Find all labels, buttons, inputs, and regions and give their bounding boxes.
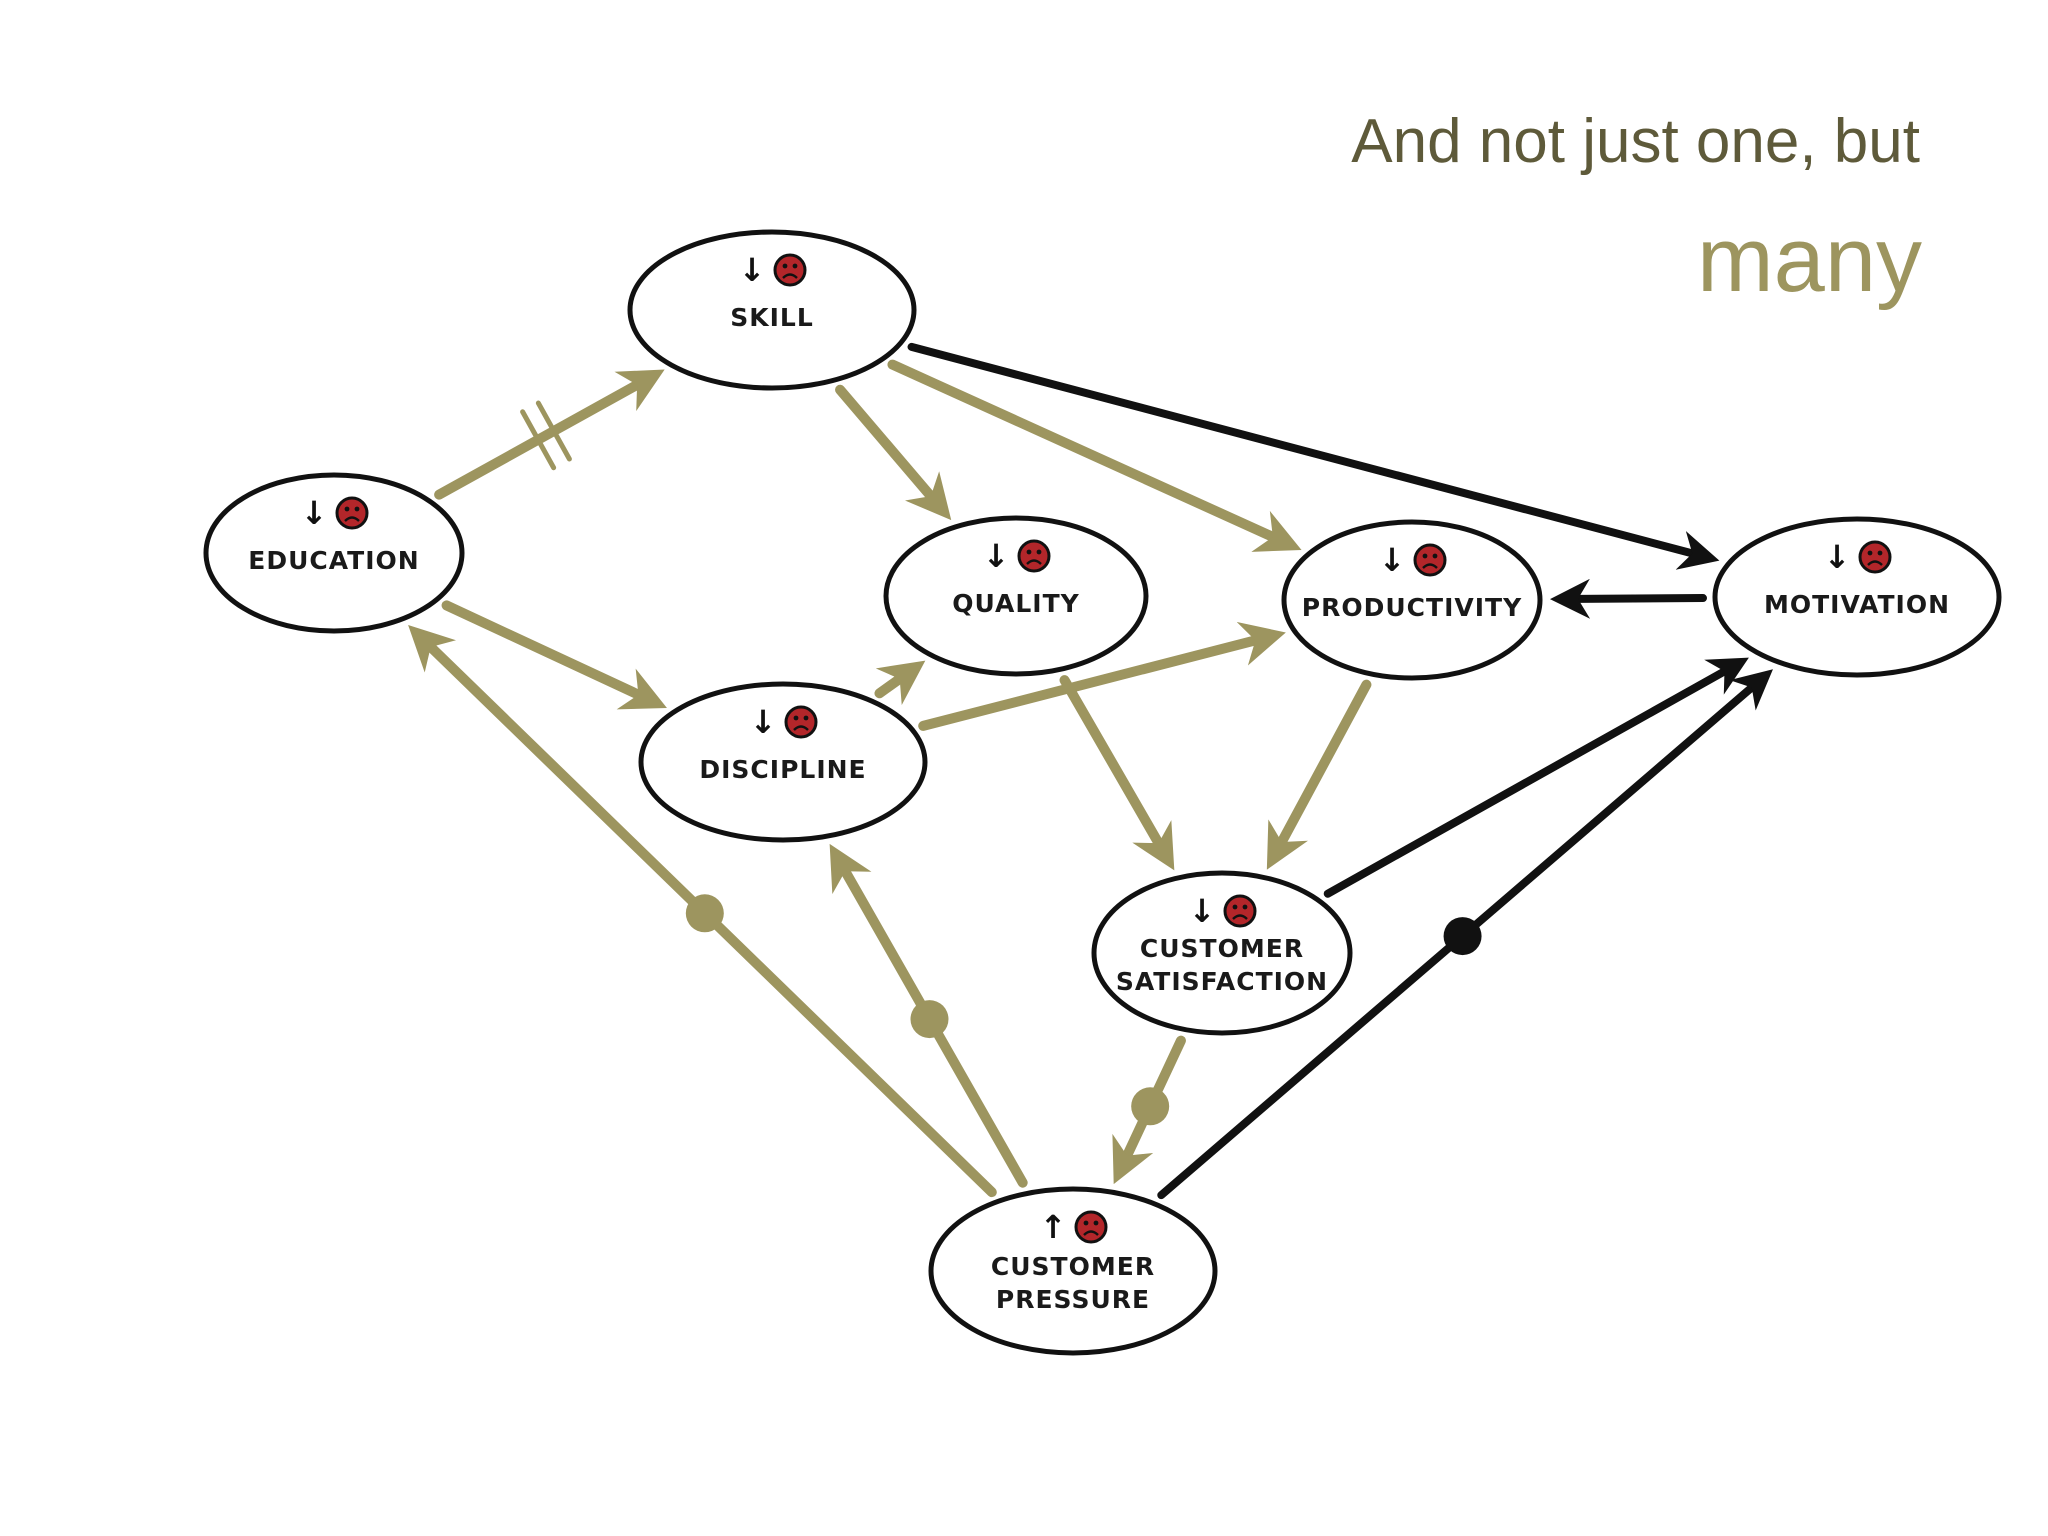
edge-skill-to-quality — [835, 384, 952, 521]
edge-line — [1059, 675, 1175, 871]
edge-line — [887, 359, 1302, 552]
node-quality: ↓ QUALITY — [883, 515, 1149, 677]
edge-education-to-skill — [434, 369, 665, 500]
slide-title-line1: And not just one, but — [1351, 107, 1920, 176]
edge-customer_pressure-to-education — [408, 625, 997, 1198]
down-arrow-icon: ↓ — [301, 494, 328, 532]
sad-face-icon — [1413, 543, 1447, 577]
edge-customer_pressure-to-discipline — [829, 843, 1028, 1188]
edge-dot-marker — [685, 894, 724, 933]
edges-layer — [408, 342, 1773, 1200]
edge-line — [434, 369, 665, 500]
edge-line — [835, 384, 952, 521]
edge-dot-marker — [1443, 917, 1482, 956]
node-skill: ↓ SKILL — [627, 229, 917, 391]
sad-face-icon — [1223, 894, 1257, 928]
node-ellipse — [1712, 516, 2002, 678]
edge-line — [1266, 679, 1372, 870]
edge-skill-to-motivation — [907, 342, 1720, 570]
node-label: MOTIVATION — [1764, 590, 1950, 619]
node-label: CUSTOMER — [1140, 934, 1304, 963]
edge-customer_satisfaction-to-customer_pressure — [1112, 1035, 1186, 1185]
edge-delay-mark — [535, 400, 572, 462]
node-label: QUALITY — [952, 589, 1080, 618]
edge-delay-mark — [520, 409, 557, 471]
sad-face-icon — [1858, 540, 1892, 574]
edge-discipline-to-quality — [874, 660, 926, 706]
edge-line — [874, 660, 926, 706]
edge-dot-marker — [910, 1000, 949, 1039]
nodes-layer: ↓ SKILL ↓ EDUCATION ↓ QUALITY ↓ PRODUCTIVITY ↓ MO… — [203, 229, 2002, 1356]
node-discipline: ↓ DISCIPLINE — [638, 681, 928, 843]
node-label: PRODUCTIVITY — [1302, 593, 1522, 622]
edge-discipline-to-productivity — [918, 621, 1286, 731]
sad-face-icon — [784, 705, 818, 739]
edge-line — [918, 621, 1286, 731]
edge-customer_pressure-to-motivation — [1157, 669, 1773, 1200]
node-label: PRESSURE — [996, 1285, 1150, 1314]
node-ellipse — [883, 515, 1149, 677]
node-label: CUSTOMER — [991, 1252, 1155, 1281]
node-ellipse — [928, 1186, 1218, 1356]
edge-motivation-to-productivity — [1549, 578, 1708, 619]
node-label: SKILL — [730, 303, 814, 332]
edge-line — [907, 342, 1720, 570]
edge-quality-to-customer_satisfaction — [1059, 675, 1175, 871]
slide-title-line2: many — [1697, 209, 1922, 311]
node-label: DISCIPLINE — [699, 755, 866, 784]
node-ellipse — [1091, 870, 1353, 1036]
edge-dot-marker — [1131, 1087, 1170, 1126]
node-customer-satisfaction: ↓ CUSTOMER SATISFACTION — [1091, 870, 1353, 1036]
node-education: ↓ EDUCATION — [203, 472, 465, 634]
edge-customer_satisfaction-to-motivation — [1323, 657, 1749, 898]
down-arrow-icon: ↓ — [1189, 892, 1216, 930]
node-ellipse — [203, 472, 465, 634]
edge-education-to-discipline — [441, 600, 667, 710]
down-arrow-icon: ↓ — [750, 703, 777, 741]
node-customer-pressure: ↑ CUSTOMER PRESSURE — [928, 1186, 1218, 1356]
node-label: EDUCATION — [248, 546, 419, 575]
down-arrow-icon: ↓ — [1824, 538, 1851, 576]
node-productivity: ↓ PRODUCTIVITY — [1281, 519, 1543, 681]
down-arrow-icon: ↓ — [1379, 541, 1406, 579]
edge-skill-to-productivity — [887, 359, 1302, 552]
up-arrow-icon: ↑ — [1040, 1208, 1067, 1246]
node-ellipse — [1281, 519, 1543, 681]
node-motivation: ↓ MOTIVATION — [1712, 516, 2002, 678]
sad-face-icon — [773, 253, 807, 287]
node-ellipse — [638, 681, 928, 843]
edge-productivity-to-customer_satisfaction — [1266, 679, 1372, 870]
node-label: SATISFACTION — [1116, 967, 1328, 996]
sad-face-icon — [1074, 1210, 1108, 1244]
down-arrow-icon: ↓ — [983, 537, 1010, 575]
edge-line — [441, 600, 667, 710]
node-ellipse — [627, 229, 917, 391]
down-arrow-icon: ↓ — [739, 251, 766, 289]
sad-face-icon — [335, 496, 369, 530]
sad-face-icon — [1017, 539, 1051, 573]
edge-line — [1549, 578, 1708, 619]
edge-line — [1323, 657, 1749, 898]
